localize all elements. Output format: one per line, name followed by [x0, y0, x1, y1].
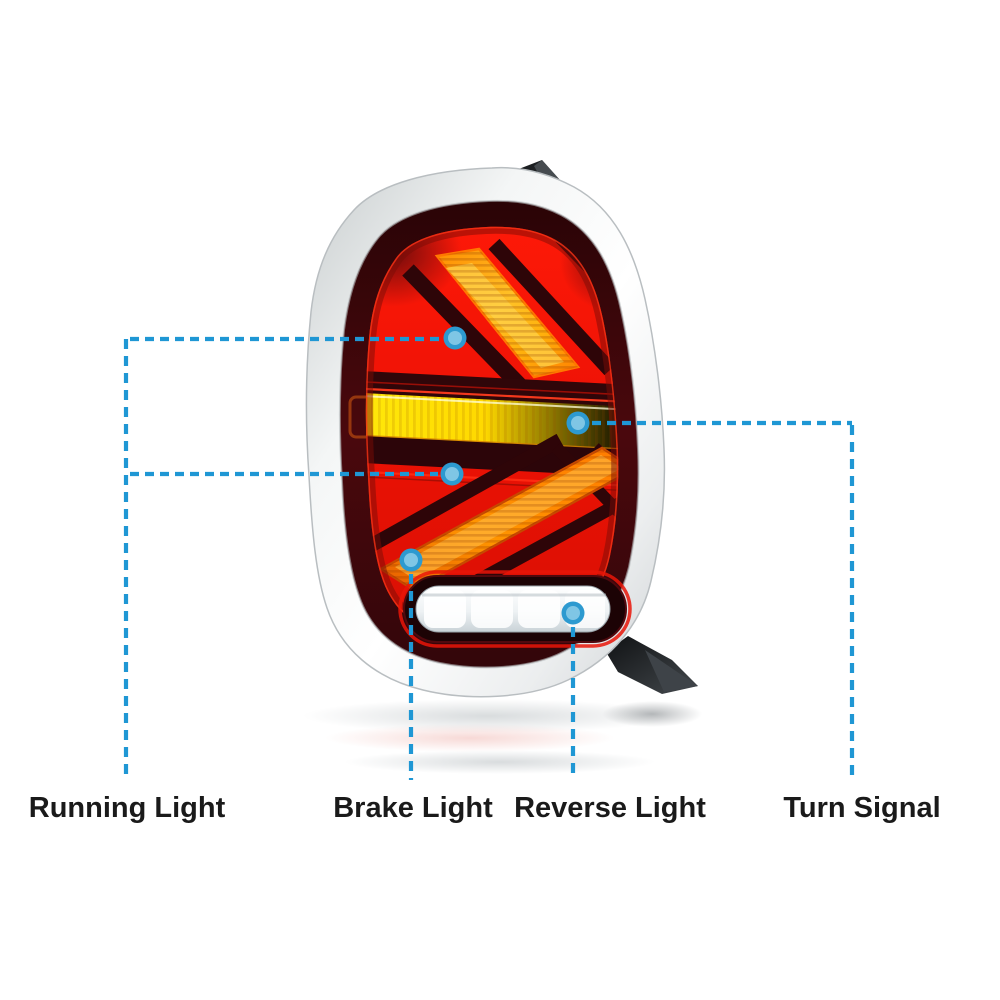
label-reverse-light: Reverse Light: [514, 792, 706, 824]
callout-dot-brake: [399, 548, 423, 572]
callout-dot-turn: [566, 411, 590, 435]
reverse-light-strip: [398, 570, 632, 648]
label-turn-signal: Turn Signal: [783, 792, 941, 824]
callout-dots: [399, 326, 590, 625]
callout-dot-running-upper: [443, 326, 467, 350]
callout-dot-reverse: [561, 601, 585, 625]
label-running-light: Running Light: [28, 792, 226, 824]
upper-separator: [365, 371, 619, 409]
upper-amber-stripe: [434, 247, 581, 379]
label-brake-light: Brake Light: [333, 792, 493, 824]
callout-lines: [123, 336, 855, 780]
callout-dot-running-lower: [440, 462, 464, 486]
mounting-bracket-bottom: [606, 636, 698, 694]
turn-signal-band: [365, 393, 619, 452]
floor-reflection: [303, 699, 702, 774]
brake-light-stripe: [378, 446, 619, 592]
